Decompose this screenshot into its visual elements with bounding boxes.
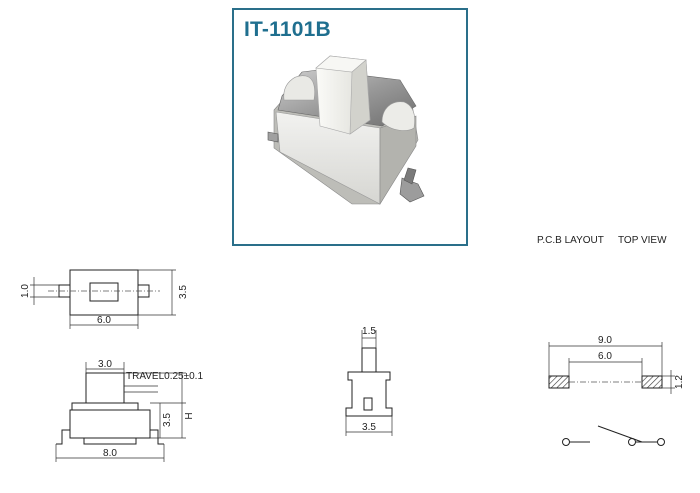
pcb-pad-right <box>641 375 663 389</box>
pcb-layout-label: P.C.B LAYOUT <box>537 235 604 246</box>
model-title: IT-1101B <box>244 18 331 41</box>
end-view-drawing: 1.5 3.5 <box>345 326 393 436</box>
schematic-terminal-right <box>657 438 665 446</box>
top-view-label: TOP VIEW <box>618 235 667 246</box>
dim-6-0-pcb: 6.0 <box>598 351 612 362</box>
pcb-pad-left <box>548 375 570 389</box>
top-view-drawing: 3.5 1.0 6.0 <box>20 269 189 329</box>
dim-3-5-side: 3.5 <box>162 413 173 427</box>
dim-3-5-top: 3.5 <box>178 285 189 299</box>
product-photo-frame <box>232 8 468 246</box>
travel-label: TRAVEL0.25±0.1 <box>126 371 203 382</box>
schematic-terminal-mid <box>628 438 636 446</box>
dim-8-0-side: 8.0 <box>103 448 117 459</box>
dim-6-0-top: 6.0 <box>97 315 111 326</box>
switch-product-illustration <box>267 55 425 206</box>
dim-1-2-pcb: 1.2 <box>674 375 685 389</box>
dim-1-5-end: 1.5 <box>362 326 376 337</box>
dim-3-0-side: 3.0 <box>98 359 112 370</box>
dim-1-0-top: 1.0 <box>20 284 31 298</box>
dim-3-5-end: 3.5 <box>362 422 376 433</box>
dim-h-side: H <box>184 412 195 419</box>
dim-9-0-pcb: 9.0 <box>598 335 612 346</box>
schematic-terminal-left <box>562 438 570 446</box>
switch-schematic <box>562 425 665 446</box>
side-view-drawing: 3.0 TRAVEL0.25±0.1 3.5 H 8.0 <box>55 359 203 462</box>
pcb-layout-drawing: 9.0 6.0 1.2 <box>548 335 685 394</box>
